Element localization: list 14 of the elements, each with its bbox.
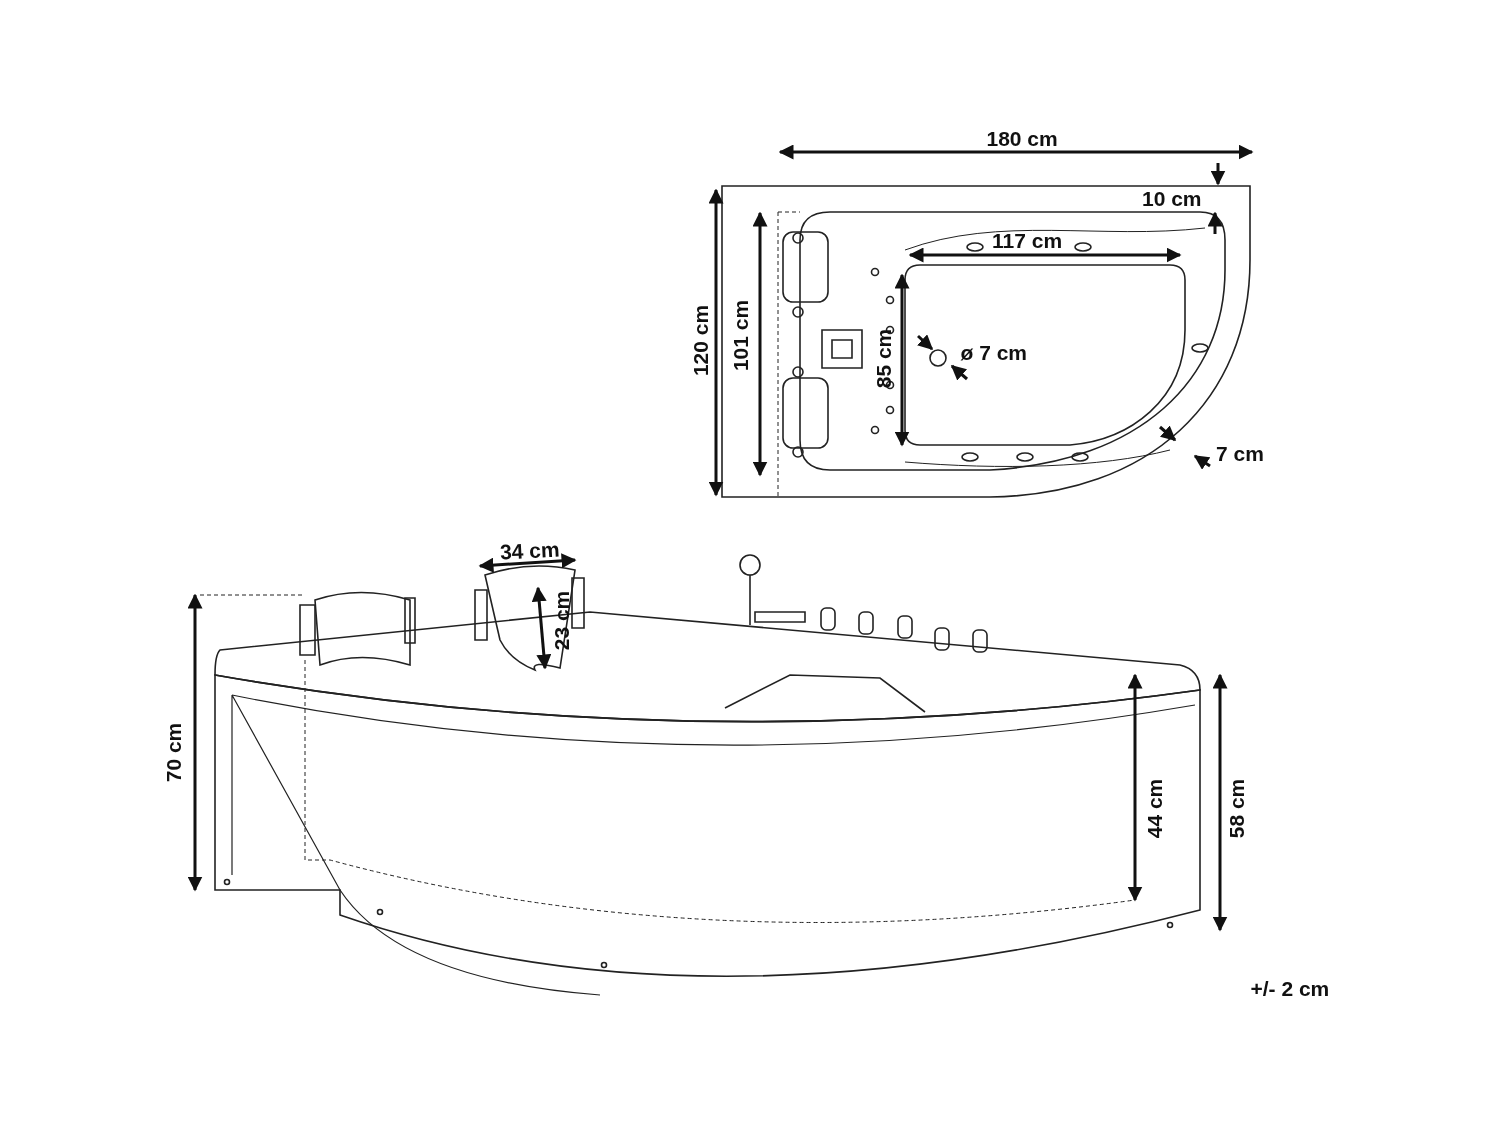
dimension-label: 117 cm bbox=[992, 229, 1063, 251]
dimension-label: 85 cm bbox=[873, 328, 895, 388]
dimension-label: 34 cm bbox=[499, 537, 561, 563]
dimension-label: 23 cm bbox=[551, 590, 573, 650]
dimension-label: 44 cm bbox=[1144, 778, 1166, 838]
dimension-label: 10 cm bbox=[1142, 187, 1202, 209]
tolerance-note: +/- 2 cm bbox=[1250, 977, 1330, 999]
dimension-label: 70 cm bbox=[163, 722, 185, 782]
dimension-label: ø 7 cm bbox=[960, 341, 1028, 363]
dimension-label: 7 cm bbox=[1216, 442, 1264, 464]
dimension-label: 180 cm bbox=[986, 127, 1058, 149]
dimension-label: 58 cm bbox=[1226, 778, 1248, 838]
dimension-label: 101 cm bbox=[729, 299, 751, 371]
dimension-label: 120 cm bbox=[689, 304, 711, 376]
